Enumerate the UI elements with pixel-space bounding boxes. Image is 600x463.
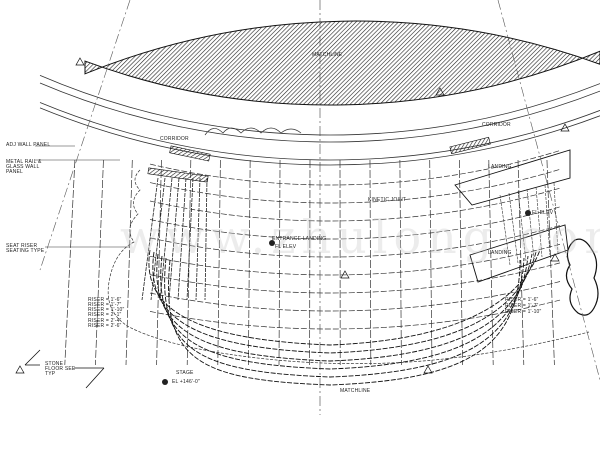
wall-panel-label: ADJ WALL PANEL xyxy=(6,142,51,148)
corridor-line xyxy=(39,107,600,166)
plaza-grid-radial xyxy=(458,159,463,366)
right-stair-line xyxy=(535,186,543,258)
elevation-label-left: FL ELEV xyxy=(275,244,297,250)
grid-line-right xyxy=(497,0,600,381)
right-stair-line xyxy=(499,194,511,266)
wall-panel-left xyxy=(169,145,211,162)
corridor-label-left: CORRIDOR xyxy=(160,136,189,142)
plaza-grid-radial xyxy=(156,159,162,366)
riser-label-right: RISER = 1'-7" xyxy=(505,303,539,309)
left-stair-line xyxy=(159,177,173,301)
left-stair-line xyxy=(150,177,166,301)
elevation-marker-icon xyxy=(525,210,531,216)
seat-riser-label: SEAT RISER SEATING TYPE xyxy=(6,243,45,254)
grid-line-left xyxy=(39,0,131,271)
plaza-grid-radial xyxy=(488,159,494,366)
right-stair-line xyxy=(517,190,527,262)
plaza-grid-radial xyxy=(248,159,251,366)
riser-label: RISER = 2'-4" xyxy=(88,318,122,324)
corridor-line xyxy=(39,82,600,143)
watermark: www.zhulong.com xyxy=(120,210,600,264)
planting-cloud-top xyxy=(204,127,302,136)
plaza-grid-radial xyxy=(517,159,525,366)
corridor-line xyxy=(39,102,600,161)
section-arrow-icon xyxy=(74,367,105,389)
elevation-marker-icon xyxy=(162,379,168,385)
plaza-grid-radial xyxy=(429,159,433,366)
section-arrow-icon xyxy=(24,349,41,366)
elevation-marker-icon xyxy=(269,240,275,246)
plaza-grid-radial xyxy=(546,159,555,366)
left-stair-line xyxy=(141,177,159,301)
riser-label-right: RISER = 1'-10" xyxy=(505,309,542,315)
revision-triangle-icon xyxy=(560,123,570,132)
plaza-grid-arc xyxy=(149,281,561,312)
seating-tier xyxy=(168,259,521,386)
right-terrace-upper xyxy=(454,149,571,206)
plaza-grid-arc xyxy=(149,299,561,330)
revision-triangle-icon xyxy=(15,365,25,374)
left-stair-line xyxy=(204,177,208,301)
revision-triangle-icon xyxy=(75,57,85,66)
corridor-label-right: CORRIDOR xyxy=(482,122,511,128)
plaza-grid-arc xyxy=(149,187,561,222)
left-stair-landing xyxy=(147,167,209,183)
plaza-grid-radial xyxy=(186,159,192,366)
seating-tier xyxy=(152,251,537,354)
left-stair-line xyxy=(168,177,180,301)
bottom-matchline-label: MATCHLINE xyxy=(340,388,371,394)
wall-panel-right xyxy=(449,136,491,155)
stage-elevation-label: EL +146'-0" xyxy=(172,379,200,385)
riser-label: RISER = 2'-1" xyxy=(88,312,122,318)
plaza-grid-radial xyxy=(95,159,104,366)
elevation-label-right: FL ELEV xyxy=(532,210,554,216)
landing-label-2: LANDING xyxy=(488,250,512,256)
right-stair-line xyxy=(526,188,535,260)
plaza-grid-radial xyxy=(399,159,402,366)
right-stair-line xyxy=(508,192,519,264)
stone-floor-label: STONE FLOOR SEE TYP xyxy=(45,361,76,377)
glass-panel-label: METAL RAIL & GLASS WALL PANEL xyxy=(6,159,42,175)
revision-triangle-icon xyxy=(550,253,560,262)
revision-triangle-icon xyxy=(435,87,445,96)
plaza-grid-radial xyxy=(369,159,372,366)
top-matchline-label: MATCHLINE xyxy=(312,52,343,58)
stage-label: STAGE xyxy=(176,370,194,376)
right-stair-line xyxy=(553,182,559,254)
plaza-grid-arc xyxy=(149,150,561,186)
plaza-grid-arc xyxy=(149,206,561,240)
hatched-wall-band xyxy=(84,20,600,106)
riser-label: RISER = 1'-6" xyxy=(88,297,122,303)
plaza-grid-radial xyxy=(125,159,133,366)
revision-triangle-icon xyxy=(423,365,433,374)
plaza-grid-arc xyxy=(149,225,561,258)
kinetic-joint-label: KINETIC JOINT xyxy=(368,197,407,203)
riser-label: RISER = 2'-6" xyxy=(88,323,122,329)
seating-tier xyxy=(156,253,533,362)
left-stair-line xyxy=(195,177,201,301)
riser-label: RISER = 1'-10" xyxy=(88,307,125,313)
right-stair-line xyxy=(544,184,551,256)
seating-tier xyxy=(148,249,541,346)
revision-triangle-icon xyxy=(340,270,350,279)
corridor-line xyxy=(39,75,600,136)
riser-label-right: RISER = 1'-6" xyxy=(505,297,539,303)
plaza-grid-radial xyxy=(64,159,76,366)
riser-label: RISER = 1'-7" xyxy=(88,302,122,308)
plaza-grid-arc xyxy=(149,262,561,294)
left-stair-line xyxy=(177,177,187,301)
landing-label-1: LANDING xyxy=(488,164,512,170)
entrance-landing-label: ENTRANCE LANDING xyxy=(272,236,327,242)
plaza-grid-radial xyxy=(278,159,281,366)
tree-outline xyxy=(565,238,599,316)
left-stair-line xyxy=(186,177,194,301)
plaza-grid-arc xyxy=(149,169,561,204)
planting-cloud-edge xyxy=(107,169,590,365)
